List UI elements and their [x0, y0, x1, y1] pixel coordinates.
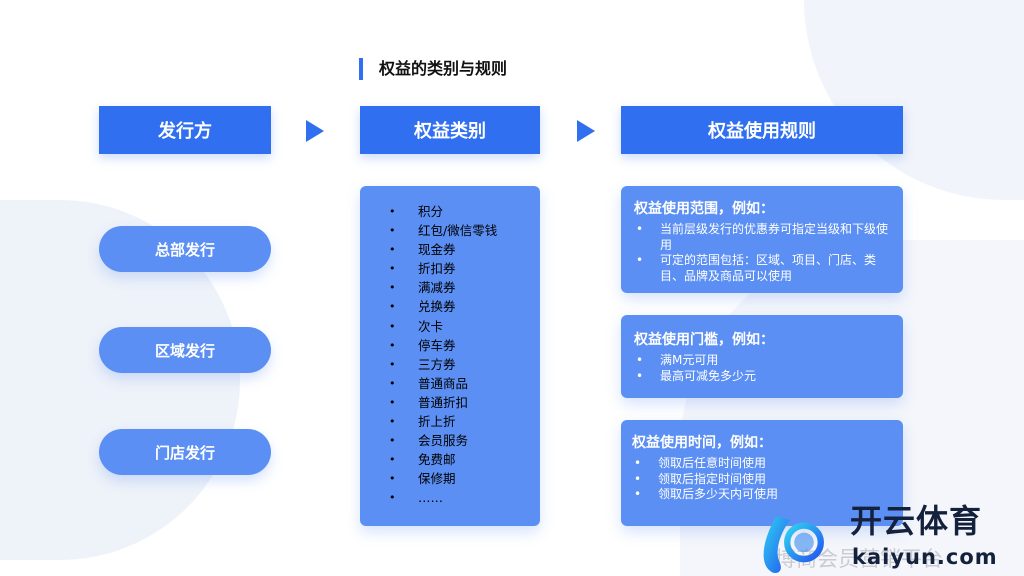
list-item: 领取后指定时间使用	[632, 472, 891, 488]
list-item: 兑换券	[389, 297, 497, 316]
list-item: 当前层级发行的优惠券可指定当级和下级使用	[634, 222, 891, 253]
list-item: 保修期	[389, 469, 497, 488]
issuer-store: 门店发行	[99, 429, 271, 475]
category-list: 积分 红包/微信零钱 现金券 折扣券 满减券 兑换券 次卡 停车券 三方券 普通…	[389, 202, 497, 508]
header-issuer: 发行方	[99, 106, 271, 154]
header-category: 权益类别	[360, 106, 540, 154]
rule-card-threshold: 权益使用门槛，例如： 满M元可用 最高可减免多少元	[621, 315, 903, 398]
arrow-right-icon	[306, 120, 324, 142]
list-item: 满减券	[389, 278, 497, 297]
kaiyun-logo-icon	[763, 516, 824, 573]
list-item: 三方券	[389, 355, 497, 374]
rule-title: 权益使用时间，例如：	[632, 435, 772, 451]
list-item: 积分	[389, 202, 497, 221]
watermark-brand: 开云体育	[850, 502, 983, 540]
rule-card-scope: 权益使用范围，例如： 当前层级发行的优惠券可指定当级和下级使用 可定的范围包括：…	[621, 186, 903, 293]
watermark-logo: 博商会员营销平台 开云体育 kaiyun.com	[735, 502, 1020, 576]
page-title: 权益的类别与规则	[359, 58, 507, 80]
list-item: 次卡	[389, 317, 497, 336]
list-item: 最高可减免多少元	[634, 369, 891, 385]
list-item: 会员服务	[389, 431, 497, 450]
issuer-region: 区域发行	[99, 327, 271, 373]
rule-title: 权益使用门槛，例如：	[634, 332, 774, 348]
issuer-hq: 总部发行	[99, 226, 271, 272]
list-item: 红包/微信零钱	[389, 221, 497, 240]
list-item: 普通商品	[389, 374, 497, 393]
list-item: ……	[389, 488, 497, 507]
list-item: 满M元可用	[634, 353, 891, 369]
list-item: 可定的范围包括：区域、项目、门店、类目、品牌及商品可以使用	[634, 253, 891, 284]
background-shape	[804, 0, 1024, 200]
header-rules: 权益使用规则	[621, 106, 903, 154]
list-item: 折上折	[389, 412, 497, 431]
list-item: 普通折扣	[389, 393, 497, 412]
list-item: 领取后任意时间使用	[632, 456, 891, 472]
rule-title: 权益使用范围，例如：	[634, 201, 774, 217]
watermark-domain: kaiyun.com	[852, 545, 998, 569]
list-item: 免费邮	[389, 450, 497, 469]
list-item: 停车券	[389, 336, 497, 355]
list-item: 折扣券	[389, 259, 497, 278]
rule-card-time: 权益使用时间，例如： 领取后任意时间使用 领取后指定时间使用 领取后多少天内可使…	[621, 420, 903, 526]
list-item: 领取后多少天内可使用	[632, 487, 891, 503]
list-item: 现金券	[389, 240, 497, 259]
arrow-right-icon	[577, 120, 595, 142]
